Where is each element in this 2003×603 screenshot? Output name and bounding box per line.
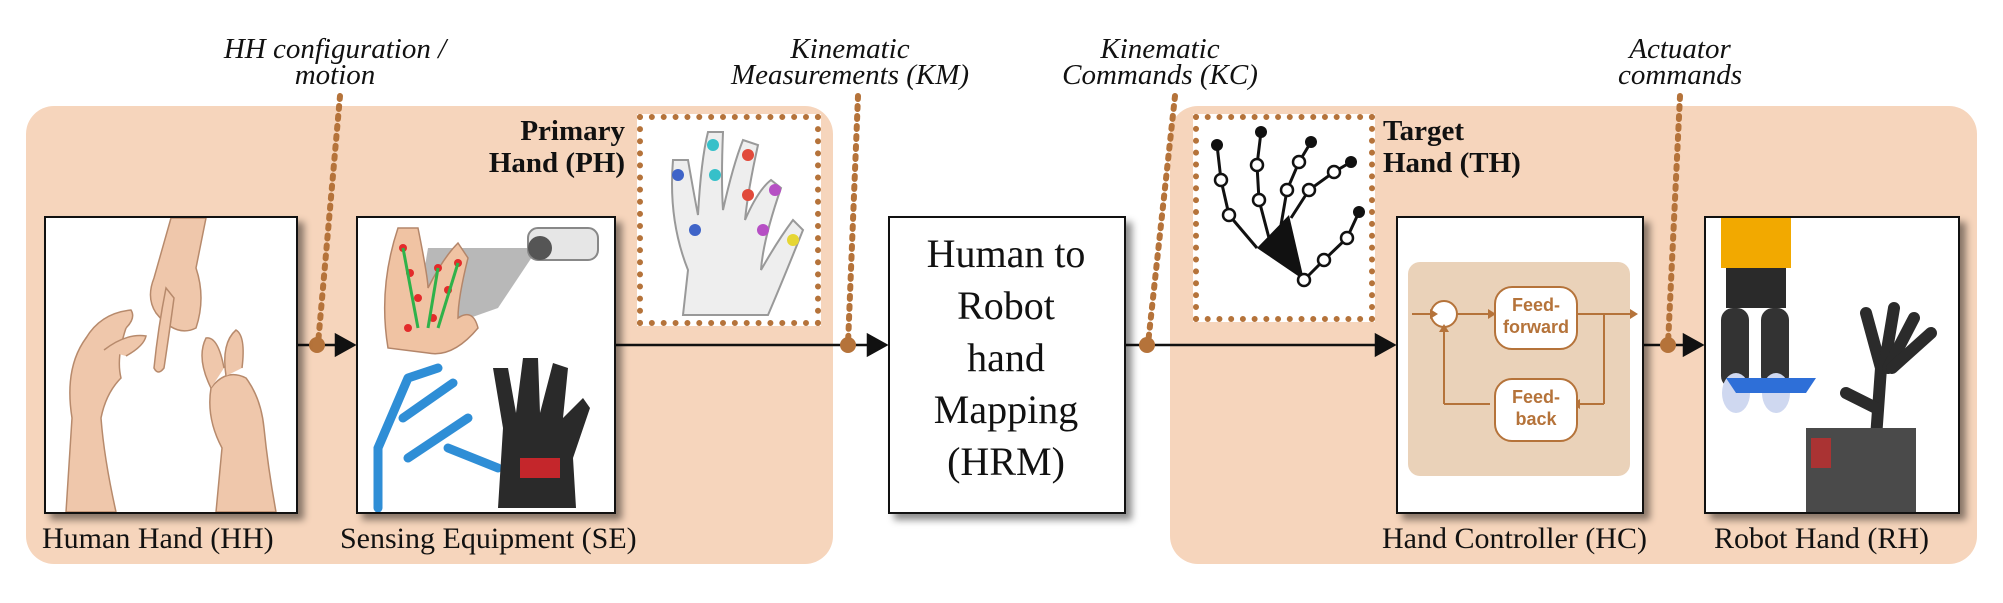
right-hand-shape <box>209 373 277 512</box>
primary-hand-model-frame <box>637 114 821 326</box>
tracked-hand-shape <box>383 227 479 355</box>
sensing-equipment-label: Sensing Equipment (SE) <box>340 522 637 555</box>
junction-actuator <box>1660 337 1676 353</box>
leader-hh-config <box>315 93 343 347</box>
target-hand-model-frame <box>1193 114 1375 322</box>
junction-km <box>840 337 856 353</box>
feedback-block: Feed-back <box>1494 378 1578 442</box>
human-hand-label: Human Hand (HH) <box>42 522 274 555</box>
robot-hand-image <box>1704 216 1960 514</box>
feedforward-block: Feed-forward <box>1494 286 1578 350</box>
hrm-block-text: Human to Robot hand Mapping (HRM) <box>926 231 1086 484</box>
hand-controller-label: Hand Controller (HC) <box>1382 522 1647 555</box>
leader-kc <box>1145 93 1178 347</box>
leader-km <box>845 93 861 347</box>
data-glove-icon <box>493 358 590 508</box>
junction-kc <box>1139 337 1155 353</box>
camera-icon <box>527 227 599 261</box>
junction-hh-config <box>309 337 325 353</box>
leader-actuator <box>1665 93 1683 347</box>
center-hand-shape <box>149 218 207 332</box>
annotation-hh-configuration: HH configuration /motion <box>223 33 447 91</box>
left-hand-shape <box>65 323 127 512</box>
hand-controller-block: Feed-forward Feed-back <box>1396 216 1644 514</box>
anthropomorphic-robot-hand-icon <box>1840 302 1937 444</box>
blue-exoskeleton-icon <box>373 363 503 512</box>
robot-hand-label: Robot Hand (RH) <box>1714 522 1929 555</box>
industrial-gripper-icon <box>1721 218 1816 413</box>
sensing-equipment-image <box>356 216 616 514</box>
hrm-block <box>888 216 1126 514</box>
primary-hand-model-icon <box>671 131 805 316</box>
target-hand-kinematic-icon <box>1215 131 1361 282</box>
human-hand-image <box>44 216 298 514</box>
